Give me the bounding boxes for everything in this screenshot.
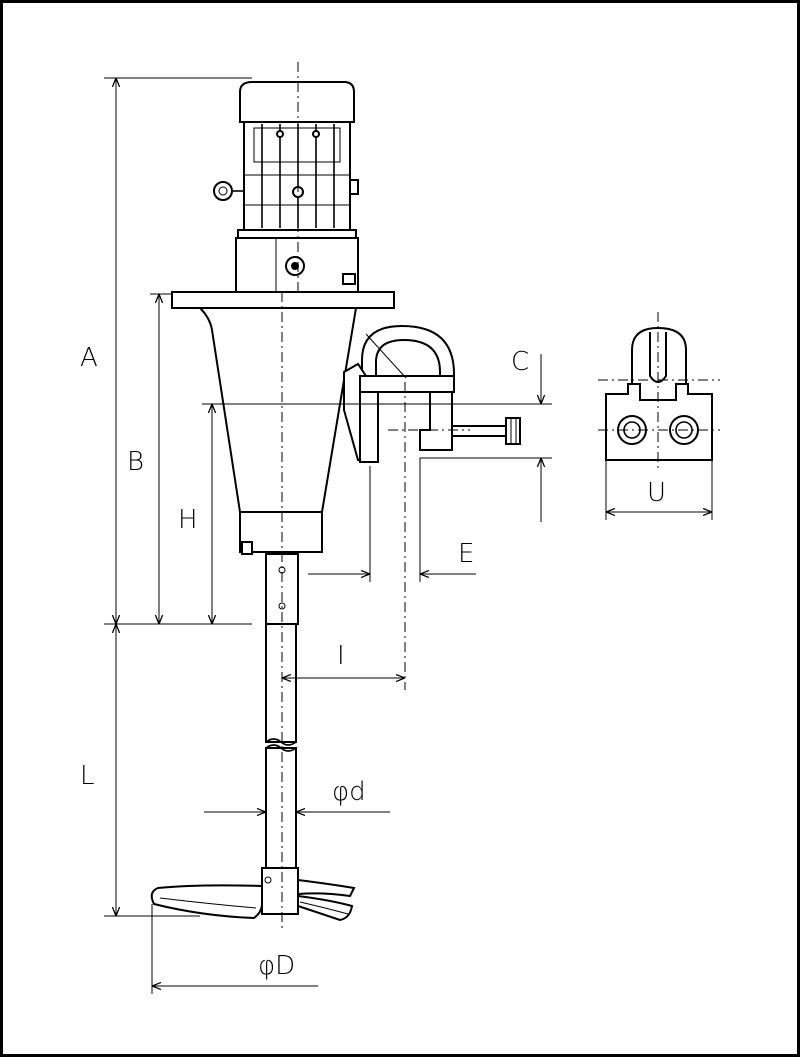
label-phi-d-shaft: φd [332, 777, 366, 807]
cone-housing [197, 307, 358, 555]
motor [213, 81, 359, 231]
dimensions [104, 77, 552, 994]
label-e: E [458, 539, 474, 569]
label-phi-d-impeller: φD [258, 951, 295, 981]
label-i: I [337, 641, 345, 671]
agitator-shaft [265, 623, 297, 871]
dimension-u [605, 460, 713, 520]
clamp-bracket [343, 324, 521, 463]
impeller [150, 867, 356, 922]
label-c: C [511, 347, 529, 377]
clamp-detail-view [598, 312, 720, 470]
label-b: B [127, 447, 144, 477]
label-l: L [80, 761, 95, 791]
label-h: H [178, 505, 198, 535]
centerlines [281, 62, 470, 930]
lifting-eye-icon [213, 181, 244, 201]
label-u: U [647, 478, 666, 508]
mounting-flange [171, 291, 395, 309]
gearbox-base [235, 229, 359, 293]
label-a: A [80, 343, 98, 373]
